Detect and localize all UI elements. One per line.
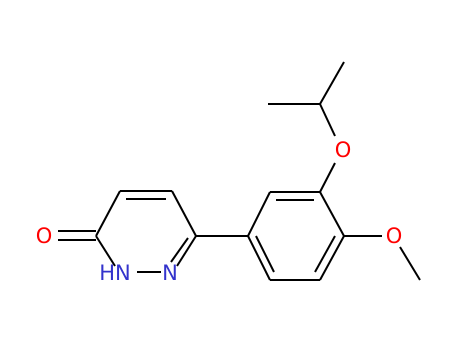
bond-nh-c3 [95, 235, 116, 267]
bond-ph4-ph5-inner [314, 235, 336, 273]
bond-ph1-ph2 [247, 191, 271, 237]
atom-labels: O HN N O O [36, 138, 403, 285]
carbonyl-oxygen-label: O [36, 224, 53, 248]
bond-ph6-ph1 [247, 235, 271, 281]
bond-o-ch [319, 103, 336, 137]
ring-nitrogen-label: N [162, 261, 178, 285]
bonds [58, 61, 421, 281]
bond-c6-n-double-inner [170, 237, 189, 263]
bond-o-ch3 [399, 246, 421, 281]
bond-c5-c6 [171, 190, 197, 237]
bond-ph3-o-isopropoxy [319, 162, 336, 193]
isopropoxy-oxygen-label: O [335, 138, 352, 162]
bond-ph3-ph4 [319, 191, 345, 237]
nh-group-label: HN [99, 261, 131, 285]
bond-ph6-ph1-inner [255, 235, 275, 273]
bond-ch-ch3-right [319, 61, 345, 105]
bond-ph4-ph5 [319, 235, 345, 281]
methoxy-oxygen-label: O [386, 224, 403, 248]
bond-c6-n-double-outer [176, 235, 197, 267]
bond-c3-c4 [95, 190, 121, 237]
